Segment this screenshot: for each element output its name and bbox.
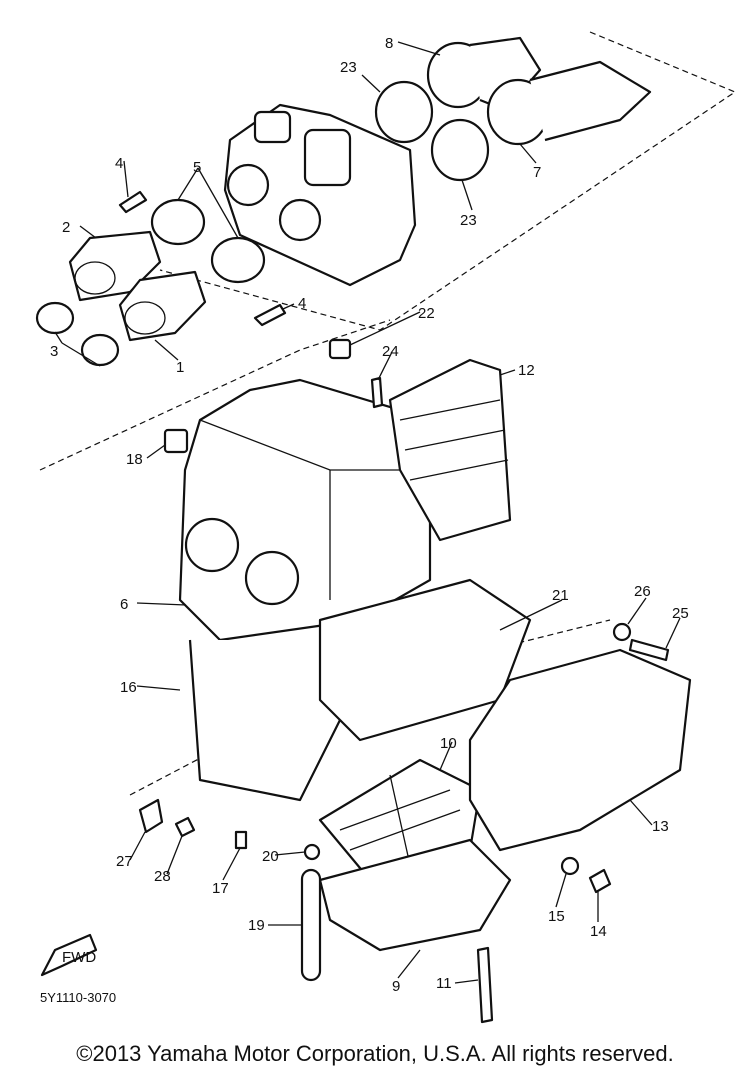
screw-14	[588, 868, 612, 894]
clip-20	[303, 843, 321, 861]
bolt-11	[476, 946, 494, 1024]
damper-18	[163, 428, 189, 454]
clamp-23a	[374, 80, 434, 144]
label-4b: 4	[298, 295, 306, 312]
label-11: 11	[436, 975, 452, 992]
drawing-code: 5Y1110-3070	[40, 990, 117, 1005]
intake-joint-1	[118, 270, 207, 342]
label-5: 5	[193, 159, 201, 176]
bolt-24	[370, 376, 384, 409]
label-12: 12	[518, 362, 535, 379]
label-21: 21	[552, 587, 569, 604]
clamp-5b	[210, 236, 266, 284]
label-19: 19	[248, 917, 265, 934]
label-18: 18	[126, 451, 143, 468]
label-15: 15	[548, 908, 565, 925]
side-cover-13	[468, 648, 692, 852]
air-cleaner-case	[178, 378, 432, 802]
upper-assembly-boundary	[159, 31, 737, 331]
label-8: 8	[385, 35, 393, 52]
o-ring-3a	[35, 301, 75, 335]
label-2: 2	[62, 219, 70, 236]
exploded-parts-diagram: FWD 1 2 3 4 4 5 6 7 8 9 10 11 12 13 14 1…	[35, 31, 737, 1024]
nut-26	[612, 622, 632, 642]
o-ring-3b	[80, 333, 120, 367]
grommet-17	[234, 830, 248, 850]
copyright-notice: ©2013 Yamaha Motor Corporation, U.S.A. A…	[76, 1041, 674, 1066]
label-7: 7	[533, 164, 541, 181]
screw-28	[174, 816, 196, 838]
label-6: 6	[120, 596, 128, 613]
drain-tube-19	[300, 868, 322, 982]
clip-27	[138, 798, 164, 834]
label-16: 16	[120, 679, 137, 696]
cover-9	[318, 838, 512, 952]
main-assembly-boundary	[39, 319, 391, 471]
label-27: 27	[116, 853, 133, 870]
screw-4a	[118, 190, 148, 214]
intake-hose-12	[388, 358, 512, 542]
label-17: 17	[212, 880, 229, 897]
damper-22	[328, 338, 352, 360]
label-13: 13	[652, 818, 669, 835]
label-20: 20	[262, 848, 279, 865]
label-3: 3	[50, 343, 58, 360]
label-26: 26	[634, 583, 651, 600]
bolt-25	[628, 638, 670, 662]
air-joint-7	[486, 60, 652, 146]
label-25: 25	[672, 605, 689, 622]
fwd-direction-icon: FWD	[40, 933, 98, 977]
label-24: 24	[382, 343, 399, 360]
clamp-5a	[150, 198, 206, 246]
screw-4b	[253, 303, 287, 327]
label-14: 14	[590, 923, 607, 940]
label-4a: 4	[115, 155, 123, 172]
label-23a: 23	[340, 59, 357, 76]
fwd-label: FWD	[62, 949, 96, 966]
air-joint-8	[426, 36, 542, 112]
collar-15	[560, 856, 580, 876]
label-1: 1	[176, 359, 184, 376]
clamp-23b	[430, 118, 490, 182]
label-22: 22	[418, 305, 435, 322]
carburetor-assembly	[223, 103, 417, 287]
label-23b: 23	[460, 212, 477, 229]
label-28: 28	[154, 868, 171, 885]
label-10: 10	[440, 735, 457, 752]
label-9: 9	[392, 978, 400, 995]
